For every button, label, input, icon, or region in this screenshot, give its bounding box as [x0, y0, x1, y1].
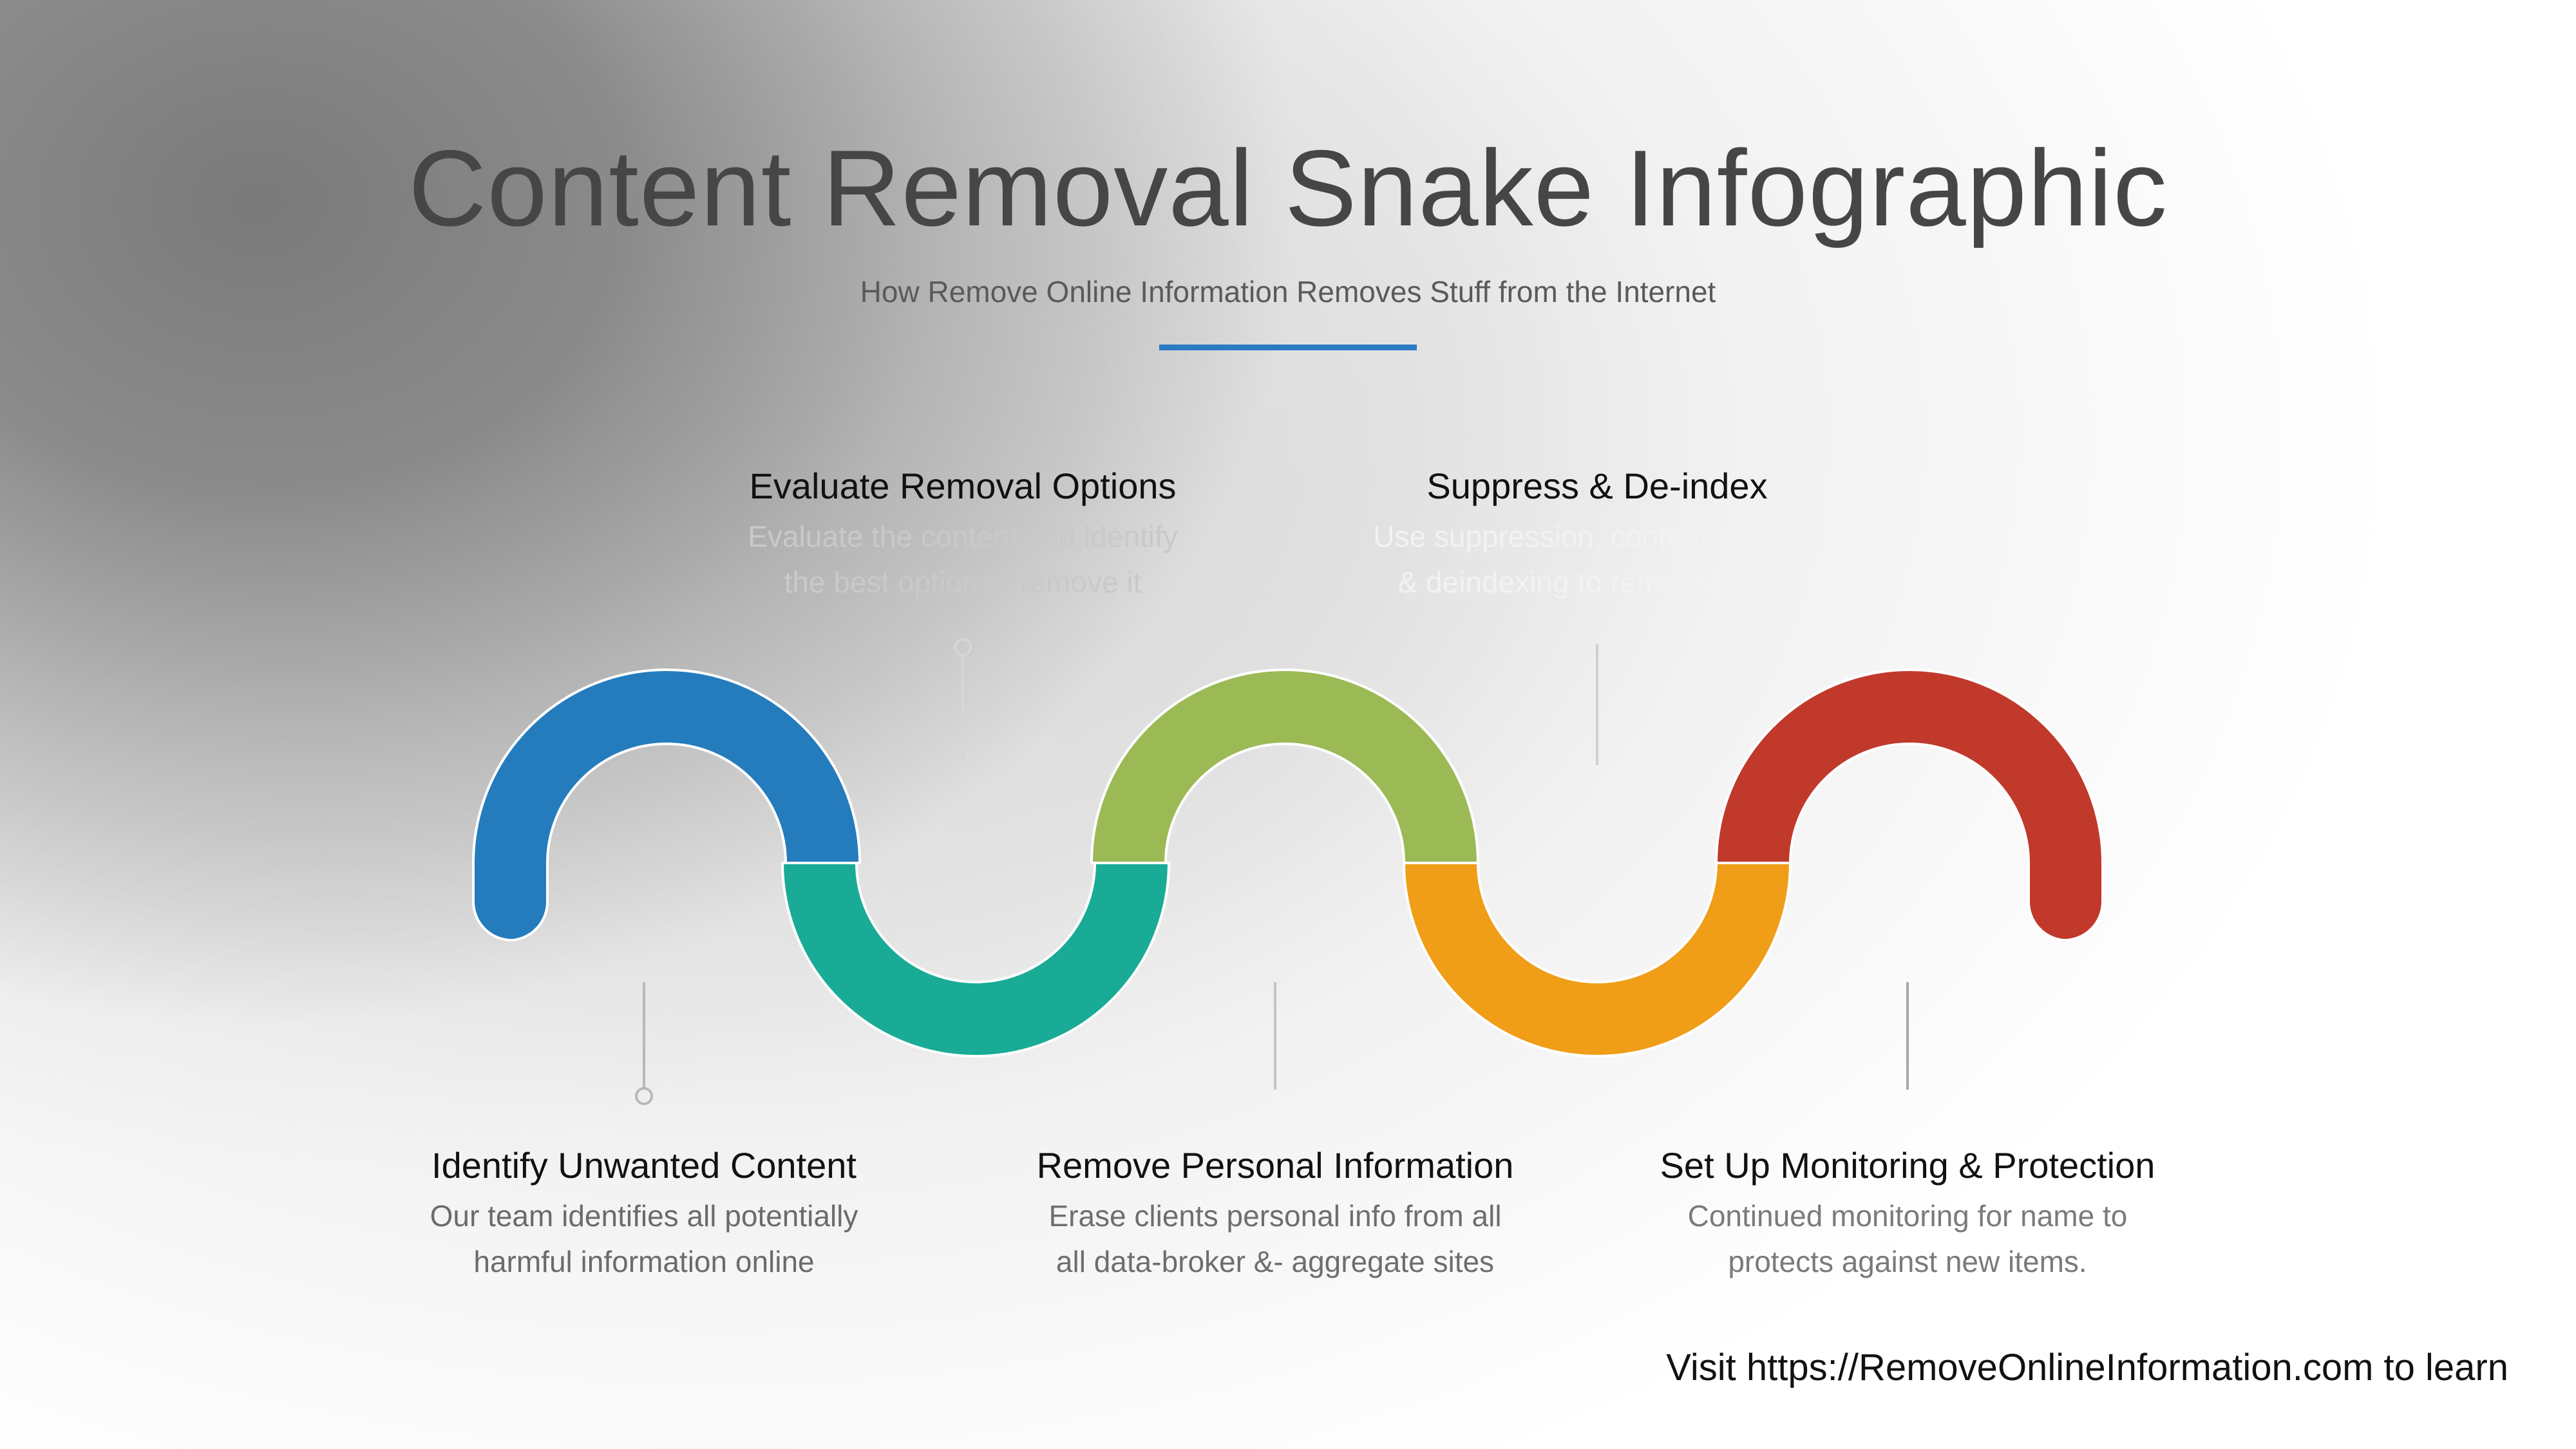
step-3-desc-line-2: all data-broker &- aggregate sites	[1056, 1245, 1495, 1279]
connector-1	[635, 982, 653, 1105]
step-4-desc-line-2: & deindexing to remove items.	[1397, 565, 1797, 600]
page-title: Content Removal Snake Infographic	[408, 128, 2168, 249]
page-subtitle: How Remove Online Information Removes St…	[860, 275, 1716, 308]
title-underline	[1159, 345, 1417, 350]
snake-segment-5	[1714, 668, 2104, 942]
step-4-desc-line-1: Use suppression, content removal	[1373, 520, 1821, 553]
snake-segment-1	[472, 668, 862, 942]
step-2-desc-line-1: Evaluate the content and identify	[748, 520, 1178, 553]
step-3-title: Remove Personal Information	[1036, 1145, 1514, 1186]
step-5: Set Up Monitoring & Protection Continued…	[1586, 1143, 2230, 1285]
snake-segment-2	[781, 862, 1171, 1057]
step-1-desc-line-1: Our team identifies all potentially	[430, 1199, 858, 1233]
step-3-description: Erase clients personal info from all all…	[953, 1193, 1597, 1285]
step-4-title: Suppress & De-index	[1426, 466, 1768, 506]
connector-2	[954, 638, 972, 765]
step-5-title: Set Up Monitoring & Protection	[1660, 1145, 2155, 1186]
step-5-desc-line-1: Continued monitoring for name to	[1687, 1199, 2128, 1233]
footer-visit-link[interactable]: Visit https://RemoveOnlineInformation.co…	[1666, 1347, 2508, 1388]
step-4: Suppress & De-index Use suppression, con…	[1275, 464, 1919, 606]
step-1-desc-line-2: harmful information online	[473, 1245, 815, 1279]
snake-segment-3	[1090, 668, 1480, 864]
step-2-desc-line-2: the best option to remove it	[784, 565, 1142, 600]
snake-segment-4	[1402, 862, 1792, 1057]
step-4-description: Use suppression, content removal & deind…	[1275, 514, 1919, 606]
step-1: Identify Unwanted Content Our team ident…	[322, 1143, 966, 1285]
step-2: Evaluate Removal Options Evaluate the co…	[641, 464, 1285, 606]
step-2-title: Evaluate Removal Options	[749, 466, 1177, 506]
step-1-title: Identify Unwanted Content	[431, 1145, 857, 1186]
step-3-desc-line-1: Erase clients personal info from all	[1048, 1199, 1502, 1233]
step-1-description: Our team identifies all potentially harm…	[322, 1193, 966, 1285]
step-5-desc-line-2: protects against new items.	[1728, 1245, 2087, 1279]
step-2-description: Evaluate the content and identify the be…	[641, 514, 1285, 606]
step-5-description: Continued monitoring for name to protect…	[1586, 1193, 2230, 1285]
step-3: Remove Personal Information Erase client…	[953, 1143, 1597, 1285]
